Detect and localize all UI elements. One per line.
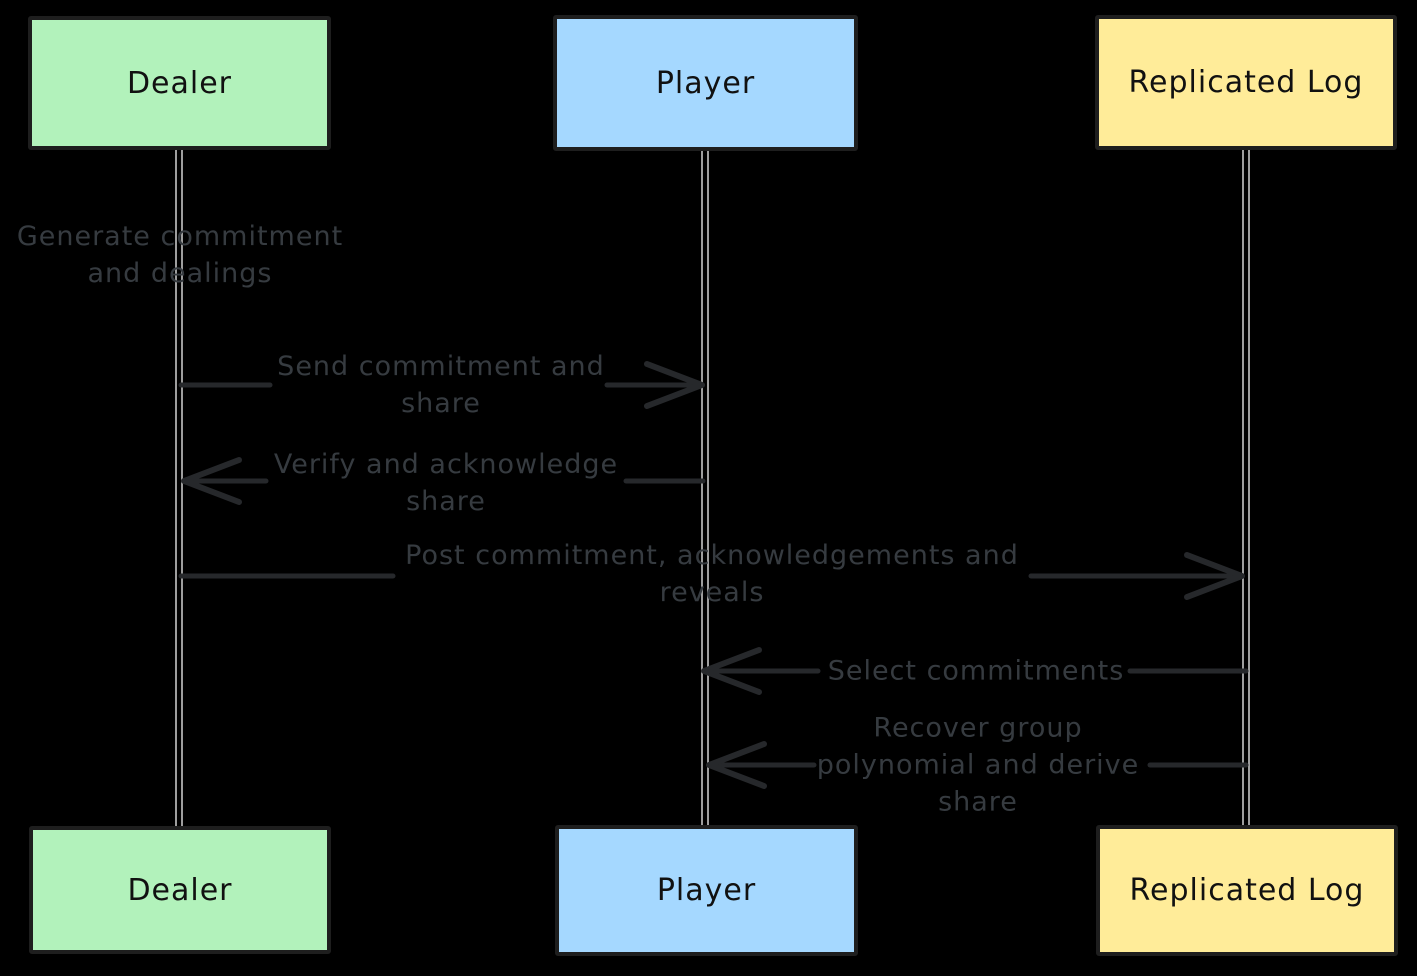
note-generate-commitment-and-dealings: Generate commitment and dealings bbox=[16, 221, 344, 289]
arrow-select-commitments bbox=[701, 647, 1249, 695]
arrow-send-commitment-and-share bbox=[178, 361, 705, 409]
actor-box-replicated-log-top: Replicated Log bbox=[1095, 15, 1397, 150]
actor-box-player-top: Player bbox=[553, 15, 858, 151]
arrow-verify-and-acknowledge-share bbox=[181, 457, 706, 505]
lifeline-player bbox=[701, 150, 709, 826]
label-select-commitments: Select commitments bbox=[827, 655, 1125, 687]
actor-box-dealer-bottom: Dealer bbox=[29, 826, 331, 954]
label-send-commitment-and-share: Send commitment and share bbox=[277, 351, 605, 419]
label-recover-group-polynomial-derive-share: Recover group polynomial and derive shar… bbox=[816, 712, 1140, 818]
actor-box-dealer-top: Dealer bbox=[28, 16, 331, 150]
actor-label-replicated-log: Replicated Log bbox=[1129, 873, 1365, 908]
arrow-recover-group-polynomial bbox=[706, 741, 1249, 789]
label-verify-and-acknowledge-share: Verify and acknowledge share bbox=[273, 449, 619, 517]
actor-label-player: Player bbox=[655, 65, 756, 101]
actor-label-replicated-log: Replicated Log bbox=[1128, 65, 1364, 100]
actor-label-dealer: Dealer bbox=[127, 872, 233, 908]
actor-label-dealer: Dealer bbox=[126, 65, 233, 101]
lifeline-replicated-log bbox=[1242, 150, 1250, 826]
arrow-post-commitment-acknowledgements-reveals bbox=[178, 552, 1245, 600]
actor-box-replicated-log-bottom: Replicated Log bbox=[1096, 825, 1398, 956]
actor-box-player-bottom: Player bbox=[555, 825, 858, 956]
label-post-commitment-acknowledgements-reveals: Post commitment, acknowledgements and re… bbox=[405, 540, 1019, 608]
lifeline-dealer bbox=[175, 150, 183, 826]
actor-label-player: Player bbox=[656, 873, 757, 908]
